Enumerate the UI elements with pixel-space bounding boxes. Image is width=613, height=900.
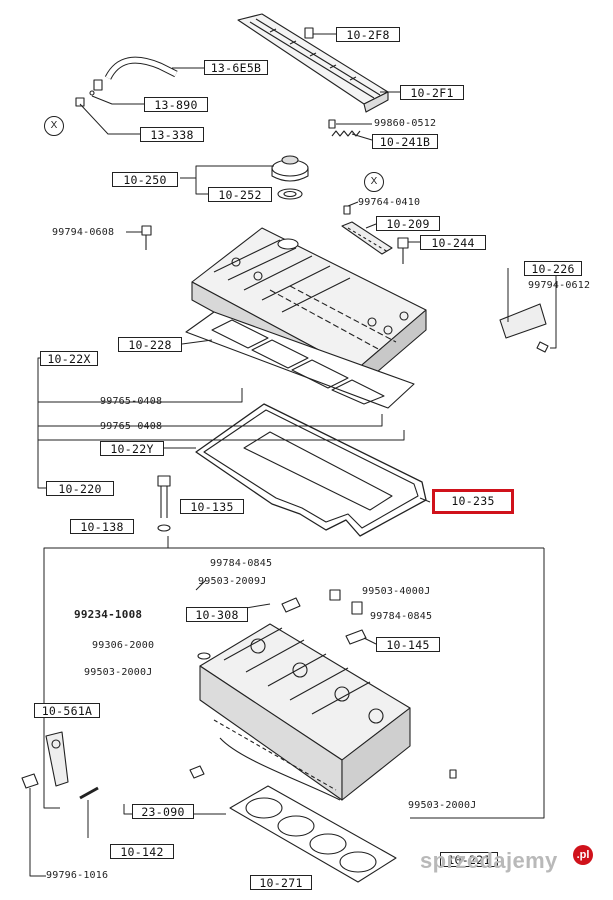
part-label-10-220: 10-220 (46, 481, 114, 496)
part-label-10-138: 10-138 (70, 519, 134, 534)
part-number-99765-0408-a: 99765-0408 (100, 396, 163, 407)
part-label-13-338: 13-338 (140, 127, 204, 142)
part-label-10-145: 10-145 (376, 637, 440, 652)
head-bolt-part (157, 475, 171, 532)
hose-part (104, 56, 178, 80)
side-bracket-part (499, 303, 549, 353)
part-label-10-2f8: 10-2F8 (336, 27, 400, 42)
part-label-23-090: 23-090 (132, 804, 194, 819)
bolt-parts-top (141, 27, 409, 264)
part-number-99234-1008: 99234-1008 (74, 608, 143, 621)
plug-tube-gasket-part (185, 311, 415, 409)
part-label-10-135: 10-135 (180, 499, 244, 514)
plate-part (341, 221, 393, 255)
part-number-99784-0845-a: 99784-0845 (210, 558, 273, 569)
part-label-10-250: 10-250 (112, 172, 178, 187)
cover-strip-part (237, 13, 389, 113)
part-number-99503-2009j: 99503-2009J (198, 576, 267, 587)
part-label-10-142: 10-142 (110, 844, 174, 859)
part-number-99794-0608: 99794-0608 (52, 227, 115, 238)
part-label-10-308: 10-308 (186, 607, 248, 622)
part-number-99306-2000: 99306-2000 (92, 640, 155, 651)
cylinder-head-part (199, 623, 411, 801)
part-label-10-226: 10-226 (524, 261, 582, 276)
part-number-99860-0512: 99860-0512 (374, 118, 437, 129)
part-label-10-561a: 10-561A (34, 703, 100, 718)
fitting-parts (75, 79, 103, 107)
part-label-10-22y: 10-22Y (100, 441, 164, 456)
part-label-10-221: 10-221 (440, 852, 498, 867)
part-number-99794-0612: 99794-0612 (528, 280, 591, 291)
leader-lines (29, 33, 557, 877)
head-cover-gasket-part (195, 403, 427, 537)
watermark-badge: .pl (573, 845, 593, 865)
reference-circle-x: X (44, 116, 64, 136)
part-number-99503-2000j-b: 99503-2000J (408, 800, 477, 811)
part-label-13-890: 13-890 (144, 97, 208, 112)
part-label-10-241b: 10-241B (372, 134, 438, 149)
part-label-10-235-highlighted[interactable]: 10-235 (432, 489, 514, 514)
part-label-13-6e5b: 13-6E5B (204, 60, 268, 75)
part-label-10-252: 10-252 (208, 187, 272, 202)
head-gasket-part (229, 785, 397, 883)
part-label-10-228: 10-228 (118, 337, 182, 352)
part-number-99765-0408-b: 99765-0408 (100, 421, 163, 432)
part-label-10-2f1: 10-2F1 (400, 85, 464, 100)
part-label-10-271: 10-271 (250, 875, 312, 890)
part-label-10-244: 10-244 (420, 235, 486, 250)
bracket-part (45, 731, 69, 787)
oil-cap-part (271, 155, 309, 200)
watermark-text: sprzedajemy (420, 848, 558, 873)
part-label-10-209: 10-209 (376, 216, 440, 231)
small-parts-lower (21, 589, 457, 800)
reference-circle-x: X (364, 172, 384, 192)
part-number-99764-0410: 99764-0410 (358, 197, 421, 208)
part-number-99784-0845-b: 99784-0845 (370, 611, 433, 622)
part-number-99503-2000j-a: 99503-2000J (84, 667, 153, 678)
part-label-10-22x: 10-22X (40, 351, 98, 366)
part-number-99796-1016: 99796-1016 (46, 870, 109, 881)
part-number-99503-4000j: 99503-4000J (362, 586, 431, 597)
